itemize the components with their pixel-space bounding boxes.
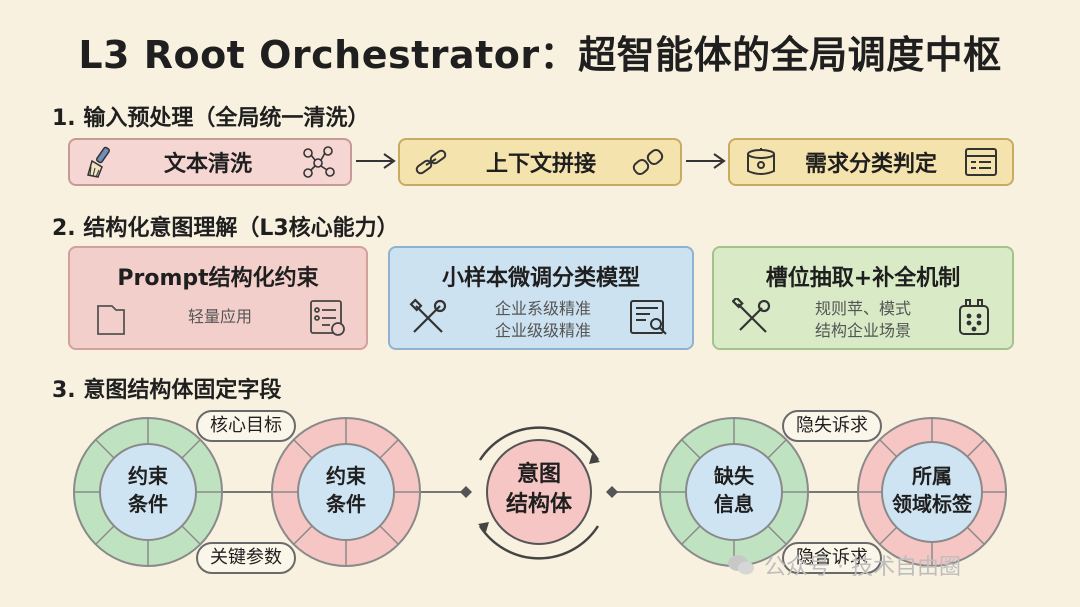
step-demand-classification[interactable]: 需求分类判定 [728, 138, 1014, 186]
ring-label-line: 所属 [912, 464, 952, 488]
card-subtext-line: 企业级级精准 [494, 321, 591, 340]
ring-constraint-1 [73, 417, 223, 567]
tag-core-goal: 核心目标 [196, 410, 296, 442]
form-icon [965, 148, 997, 176]
ring-label-line: 意图 [516, 462, 561, 487]
card-title: 槽位抽取+补全机制 [765, 266, 961, 291]
card-fewshot-model[interactable]: 小样本微调分类模型 企业系级精准 企业级级精准 [388, 246, 694, 350]
ring-label: 所属 领域标签 [872, 462, 992, 518]
ring-intent-structure [478, 426, 600, 560]
ring-label-line: 条件 [326, 492, 366, 516]
ring-missing-info [659, 417, 809, 567]
step-label: 上下文拼接 [485, 152, 596, 177]
checklist-icon [310, 300, 345, 336]
card-subtext-line: 结构企业场景 [814, 321, 911, 340]
diamond-marker [606, 486, 618, 498]
step-text-cleaning[interactable]: 文本清洗 [68, 138, 352, 186]
ring-domain-tag [857, 417, 1007, 567]
card-subtext: 企业系级精准 企业级级精准 [474, 298, 612, 342]
tools-icon [409, 298, 447, 333]
step-label: 文本清洗 [163, 152, 252, 177]
ring-label-line: 约束 [326, 464, 366, 488]
card-slot-filling[interactable]: 槽位抽取+补全机制 规则苹、模式 结构企业场景 [712, 246, 1014, 350]
page-title: L3 Root Orchestrator：超智能体的全局调度中枢 [78, 33, 1002, 77]
molecule-icon [303, 146, 335, 178]
diamond-marker [460, 486, 472, 498]
section-2-heading: 2. 结构化意图理解（L3核心能力） [52, 216, 399, 241]
ring-label: 约束 条件 [306, 462, 386, 518]
ring-label-line: 缺失 [714, 464, 754, 488]
step-label: 需求分类判定 [804, 152, 937, 177]
arrow-right-icon [356, 153, 396, 169]
ring-label: 约束 条件 [108, 462, 188, 518]
ring-constraint-2 [271, 417, 421, 567]
ring-label: 缺失 信息 [694, 462, 774, 518]
section-1-heading: 1. 输入预处理（全局统一清洗） [52, 106, 370, 131]
container-icon [959, 299, 989, 335]
arrow-right-icon [686, 153, 726, 169]
folder-icon [97, 305, 125, 335]
wrench-screwdriver-icon [732, 298, 771, 333]
ring-label: 意图 结构体 [489, 460, 589, 520]
ring-label-line: 信息 [714, 492, 754, 516]
watermark: 公众号 · 技术自由圈 [726, 549, 961, 581]
tag-missing-demand: 隐失诉求 [782, 410, 882, 442]
document-search-icon [630, 300, 667, 335]
tag-implicit-demand: 隐含诉求 [782, 542, 882, 574]
wechat-icon [728, 555, 754, 575]
card-subtext-line: 规则苹、模式 [814, 299, 911, 318]
card-title: 小样本微调分类模型 [441, 266, 640, 291]
card-subtext: 轻量应用 [187, 307, 252, 326]
watermark-text: 公众号 · 技术自由圈 [764, 555, 961, 580]
step-context-concat[interactable]: 上下文拼接 [398, 138, 682, 186]
section-3-heading: 3. 意图结构体固定字段 [52, 378, 282, 403]
link-icon [415, 149, 447, 175]
card-subtext: 规则苹、模式 结构企业场景 [794, 298, 932, 342]
tag-key-params: 关键参数 [196, 542, 296, 574]
ring-label-line: 约束 [128, 464, 168, 488]
broom-icon [87, 146, 111, 178]
ring-label-line: 结构体 [505, 492, 572, 517]
intent-structure-diagram [73, 417, 1007, 567]
ring-label-line: 领域标签 [892, 492, 972, 516]
card-title: Prompt结构化约束 [117, 266, 319, 291]
card-prompt-constraint[interactable]: Prompt结构化约束 轻量应用 [68, 246, 368, 350]
ring-label-line: 条件 [128, 492, 168, 516]
pot-icon [747, 148, 775, 175]
chain-icon [632, 148, 664, 176]
card-subtext-line: 企业系级精准 [494, 299, 591, 318]
